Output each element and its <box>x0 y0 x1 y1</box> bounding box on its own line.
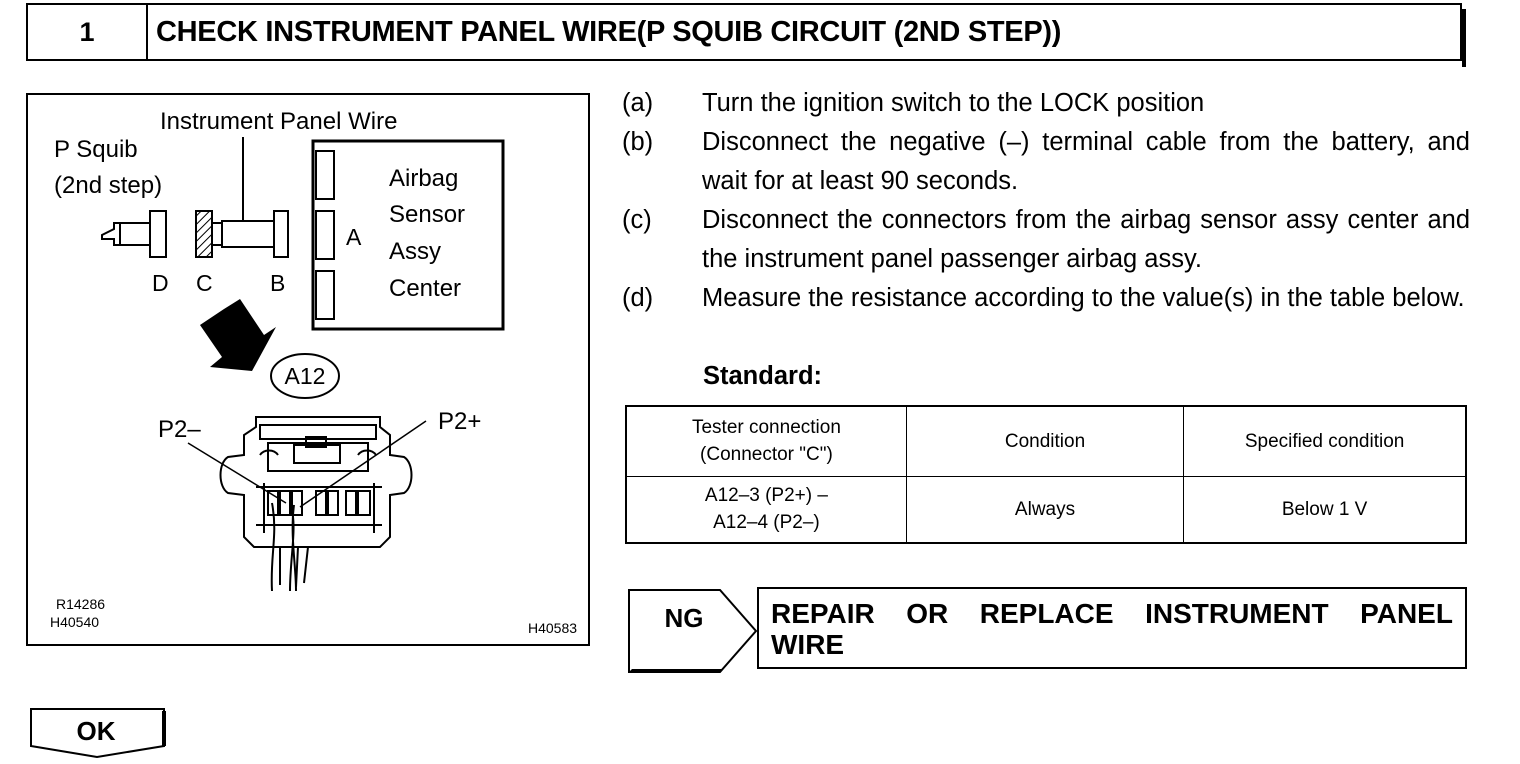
connector-d <box>149 210 167 258</box>
connector-b <box>273 210 289 258</box>
connector-front-view <box>219 416 413 592</box>
squib-plug <box>101 222 121 246</box>
table-row: A12–3 (P2+) – A12–4 (P2–) Always Below 1… <box>625 475 1467 544</box>
ok-indicator: OK <box>30 708 168 759</box>
ng-action-word: PANEL <box>1360 598 1453 629</box>
ng-indicator: NG <box>628 589 758 673</box>
step-title: CHECK INSTRUMENT PANEL WIRE(P SQUIB CIRC… <box>156 16 1062 48</box>
header-line: (Connector "C") <box>700 444 833 466</box>
connector-c-label: C <box>196 270 213 296</box>
step-label: (d) <box>622 284 654 312</box>
wire-end <box>211 222 223 246</box>
step-text: Measure the resistance according to the … <box>702 284 1465 312</box>
step-header: 1 CHECK INSTRUMENT PANEL WIRE(P SQUIB CI… <box>26 3 1466 67</box>
procedure-steps: (a) Turn the ignition switch to the LOCK… <box>622 84 1470 318</box>
label-assy: Assy <box>389 238 441 265</box>
ng-action-line1: REPAIR OR REPLACE INSTRUMENT PANEL <box>771 598 1465 629</box>
table-cell: A12–3 (P2+) – A12–4 (P2–) <box>625 475 907 544</box>
header-cell: Condition <box>905 405 1185 477</box>
label-p-squib: P Squib <box>54 136 138 163</box>
label-2nd-step: (2nd step) <box>54 172 162 199</box>
table-cell: Below 1 V <box>1183 475 1467 544</box>
p2-minus-leader <box>187 442 287 504</box>
label-sensor: Sensor <box>389 201 465 228</box>
sensor-connector-slot <box>315 270 335 320</box>
step-text: Turn the ignition switch to the LOCK pos… <box>702 89 1205 117</box>
step-item: (a) Turn the ignition switch to the LOCK… <box>622 84 1470 123</box>
figure-code-3: H40583 <box>528 620 577 636</box>
ok-label: OK <box>77 716 116 746</box>
connector-id-label: A12 <box>285 363 326 389</box>
label-airbag: Airbag <box>389 165 458 192</box>
ng-action-word: REPLACE <box>979 598 1114 629</box>
header-cell: Tester connection (Connector "C") <box>625 405 907 477</box>
connector-b-label: B <box>270 270 285 296</box>
table-cell: Always <box>905 475 1185 544</box>
step-text: Disconnect the connectors from the airba… <box>702 206 1470 273</box>
connection-line: A12–3 (P2+) – <box>704 485 828 507</box>
connector-id-ellipse <box>270 353 340 399</box>
step-item: (c) Disconnect the connectors from the a… <box>622 201 1470 279</box>
wiring-diagram: Instrument Panel Wire P Squib (2nd step)… <box>50 108 577 636</box>
sensor-connector-slot <box>315 150 335 200</box>
connector-a-label: A <box>346 224 362 250</box>
ng-action-word: OR <box>906 598 949 629</box>
step-label: (a) <box>622 89 654 117</box>
pin-p2-minus-label: P2– <box>158 416 201 443</box>
airbag-sensor-box <box>311 139 505 331</box>
ng-arrow-shape: NG <box>628 589 758 673</box>
step-label: (b) <box>622 128 654 156</box>
table-header-row: Tester connection (Connector "C") Condit… <box>625 405 1467 477</box>
header-shadow <box>1462 9 1466 67</box>
step-item: (b) Disconnect the negative (–) terminal… <box>622 123 1470 201</box>
ok-arrow-shape: OK <box>30 708 166 759</box>
step-item: (d) Measure the resistance according to … <box>622 279 1470 318</box>
ng-action-word: REPAIR <box>771 598 875 629</box>
connector-d-label: D <box>152 270 169 296</box>
figure-code-1: R14286 <box>56 596 105 612</box>
label-instrument-panel-wire: Instrument Panel Wire <box>160 108 397 135</box>
instrument-panel-wire <box>221 220 275 248</box>
sensor-connector-slot <box>315 210 335 260</box>
squib-body <box>119 222 151 246</box>
standard-label: Standard: <box>703 362 823 390</box>
ng-action-box: REPAIR OR REPLACE INSTRUMENT PANEL WIRE <box>757 587 1467 669</box>
figure-code-2: H40540 <box>50 614 99 630</box>
spec-table: Tester connection (Connector "C") Condit… <box>625 405 1467 544</box>
ng-action-line2: WIRE <box>771 629 845 660</box>
label-center: Center <box>389 275 461 302</box>
header-cell: Specified condition <box>1183 405 1467 477</box>
connector-c <box>195 210 213 258</box>
pin-p2-plus-label: P2+ <box>438 408 481 435</box>
ng-action-word: INSTRUMENT <box>1145 598 1329 629</box>
wiring-illustration: Instrument Panel Wire P Squib (2nd step)… <box>26 93 590 646</box>
p2-plus-leader <box>299 420 427 508</box>
header-line: Tester connection <box>691 417 841 439</box>
step-number: 1 <box>28 5 148 59</box>
step-text: Disconnect the negative (–) terminal cab… <box>702 128 1470 195</box>
ng-label: NG <box>665 603 704 633</box>
down-arrow-icon <box>200 299 276 371</box>
step-label: (c) <box>622 206 652 234</box>
connection-line: A12–4 (P2–) <box>713 512 820 534</box>
